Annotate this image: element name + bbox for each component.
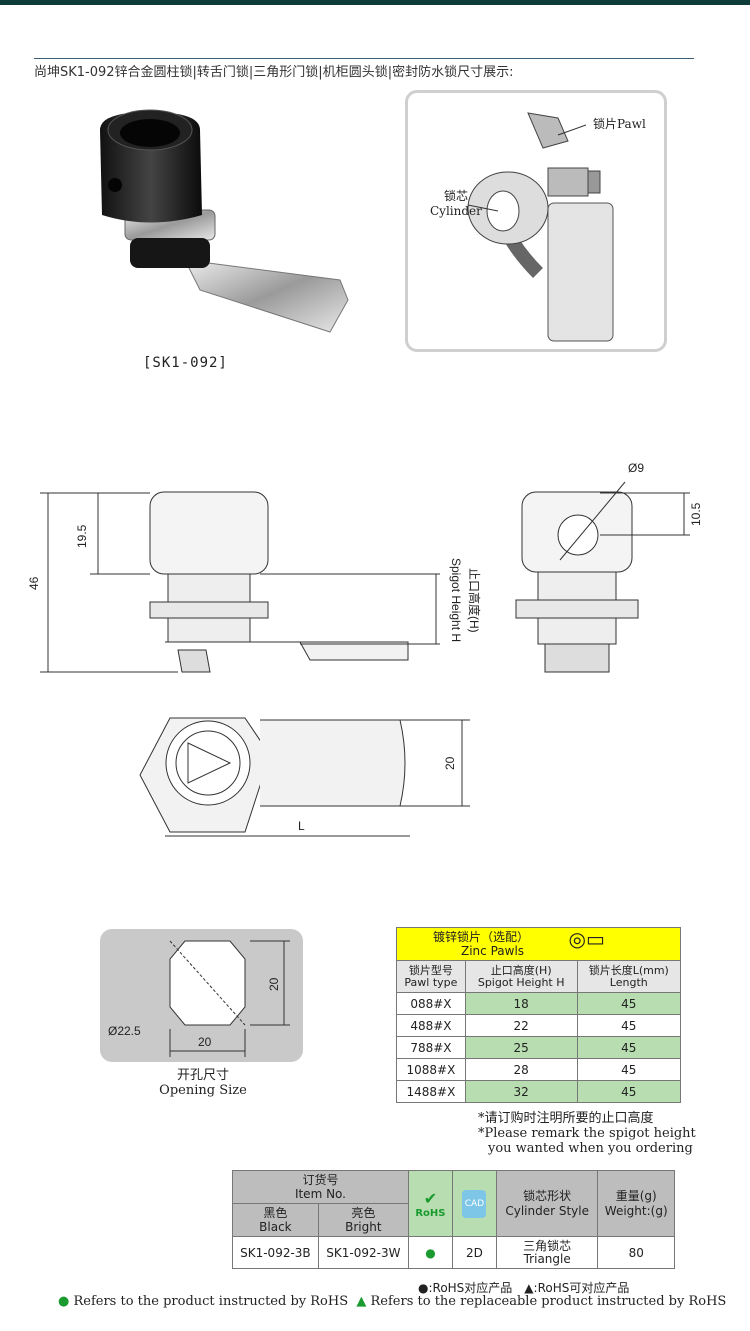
exploded-diagram (467, 112, 614, 342)
pawl-label: 锁片Pawl (593, 117, 646, 131)
product-photo (100, 109, 349, 333)
dim-spigot-en: Spigot Height H (449, 558, 463, 642)
opening-dia: Ø22.5 (108, 1024, 141, 1038)
top-bar (0, 0, 750, 5)
cad-icon: CAD (451, 1170, 497, 1237)
col-spigot-height: 止口高度(H)Spigot Height H (464, 960, 578, 993)
dim-hole-dia: Ø9 (628, 461, 644, 475)
dim-hole-offset: 10.5 (689, 502, 703, 526)
pawls-title: 镀锌锁片（选配）Zinc Pawls ◎▭ (396, 926, 681, 961)
dim-total-height: 46 (27, 576, 41, 590)
dim-head-height: 19.5 (75, 524, 89, 548)
pawl-shape-icon: ◎▭ (568, 926, 605, 951)
dim-pawl-width: 20 (443, 756, 457, 770)
legend-cn: ●:RoHS对应产品 ▲:RoHS可对应产品 (418, 1281, 630, 1295)
dim-spigot-cn: 止口高度(H) (467, 568, 482, 633)
rohs-icon: ✔RoHS (407, 1170, 453, 1237)
col-length: 锁片长度L(mm)Length (576, 960, 682, 993)
title-rule (34, 58, 694, 59)
page-title: 尚坤SK1-092锌合金圆柱锁|转舌门锁|三角形门锁|机柜圆头锁|密封防水锁尺寸… (34, 65, 514, 80)
dim-length: L (298, 819, 305, 833)
product-label: [SK1-092] (143, 355, 228, 371)
legend-en: ● Refers to the product instructed by Ro… (58, 1294, 727, 1309)
opening-width: 20 (198, 1035, 212, 1049)
opening-size-panel: Ø22.5 20 20 (100, 929, 303, 1062)
technical-drawing: 46 19.5 止口高度(H) Spigot Height H Ø9 10.5 … (27, 461, 703, 837)
weight-header: 重量(g)Weight:(g) (597, 1170, 675, 1237)
opening-drawing: Ø22.5 20 20 (108, 940, 290, 1057)
opening-height: 20 (267, 977, 281, 991)
order-note: *请订购时注明所要的止口高度 *Please remark the spigot… (478, 1111, 696, 1156)
